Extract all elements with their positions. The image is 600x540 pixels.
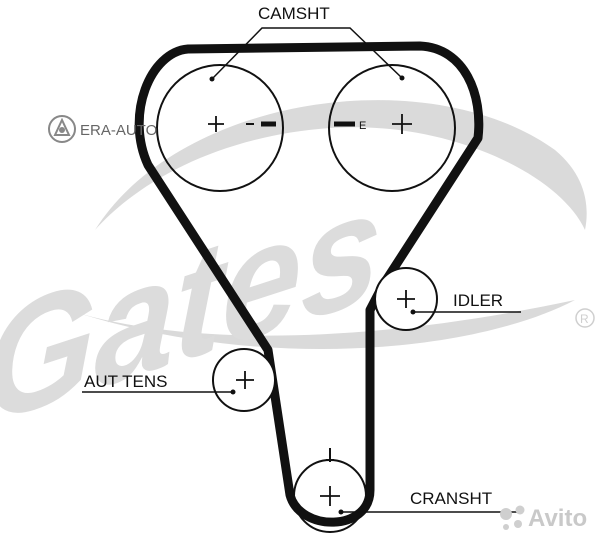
gates-underline-swoosh xyxy=(40,300,575,350)
era-auto-watermark: ERA-AUTO xyxy=(48,115,157,143)
avito-text: Avito xyxy=(528,505,587,532)
auto-tensioner-pulley xyxy=(212,348,276,412)
right-camshaft-pulley: E xyxy=(328,64,456,192)
tensioner-label: AUT TENS xyxy=(84,372,167,391)
gates-wordmark: Gates xyxy=(0,152,384,459)
registered-mark-icon: R xyxy=(575,308,595,328)
camshaft-label: CAMSHT xyxy=(258,4,330,23)
left-camshaft-pulley xyxy=(156,64,284,192)
era-auto-text: ERA-AUTO xyxy=(80,122,157,139)
camshaft-leader xyxy=(211,27,403,80)
svg-text:E: E xyxy=(359,120,366,132)
crankshaft-label: CRANSHT xyxy=(410,489,492,508)
svg-text:R: R xyxy=(580,312,589,326)
idler-pulley xyxy=(374,267,438,331)
avito-logo-icon xyxy=(500,505,525,530)
gates-logo-watermark: Gates R xyxy=(0,100,595,459)
timing-belt xyxy=(134,41,484,527)
idler-label: IDLER xyxy=(453,291,503,310)
avito-watermark: Avito xyxy=(500,505,587,532)
gates-swoosh xyxy=(95,100,587,230)
